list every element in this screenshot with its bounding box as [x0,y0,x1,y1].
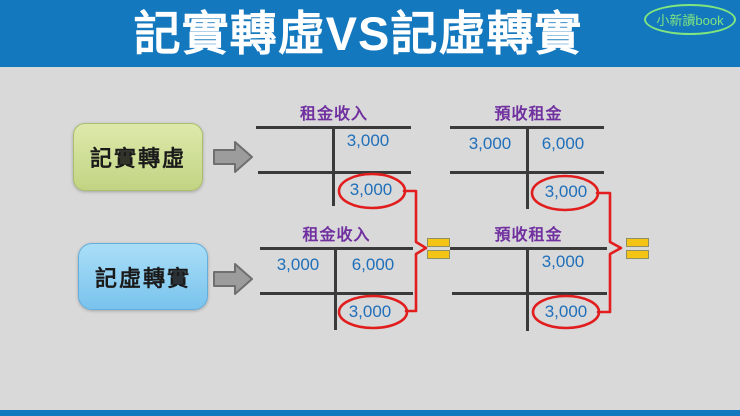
credit-amount: 6,000 [541,134,585,153]
account-title: 租金收入 [302,227,371,244]
balance-amount: 3,000 [349,180,393,199]
taccount-total-line [258,171,411,174]
right-arrow-icon [213,263,253,295]
equals-bar [427,238,450,247]
equals-bar [427,250,450,259]
taccount-total-line [452,292,607,295]
page-title: 記實轉虛VS記虛轉實 [133,7,583,60]
taccount-unearned-rent-top: 預收租金 3,000 6,000 3,000 [450,100,607,214]
label-real-to-virtual: 記實轉虛 [73,123,203,191]
taccount-total-line [450,171,604,174]
taccount-total-line [260,292,413,295]
taccount-rent-income-top: 租金收入 3,000 3,000 [256,100,412,212]
credit-amount: 3,000 [346,131,390,150]
equals-bar [626,250,649,259]
equals-sign [626,238,649,259]
equals-sign [427,238,450,259]
account-title: 租金收入 [299,106,368,123]
title-banner: 記實轉虛VS記虛轉實 [0,0,740,67]
equals-bar [626,238,649,247]
channel-badge-label: 小新讀book [656,13,724,28]
balance-amount: 3,000 [544,302,588,321]
taccount-divider-line [526,126,529,209]
credit-amount: 3,000 [541,252,585,271]
account-title: 預收租金 [494,227,563,244]
balance-amount: 3,000 [348,302,392,321]
channel-badge: 小新讀book [644,4,736,35]
credit-amount: 6,000 [351,255,395,274]
balance-amount: 3,000 [544,182,588,201]
taccount-divider-line [332,126,335,206]
debit-amount: 3,000 [468,134,512,153]
taccount-unearned-rent-bottom: 預收租金 3,000 3,000 [450,221,607,334]
taccount-divider-line [526,247,529,331]
account-title: 預收租金 [494,106,563,123]
right-arrow-icon [213,141,253,173]
footer-bar [0,410,740,416]
taccount-rent-income-bottom: 租金收入 3,000 6,000 3,000 [260,221,413,333]
debit-amount: 3,000 [276,255,320,274]
taccount-divider-line [334,247,337,330]
label-virtual-to-real: 記虛轉實 [78,243,208,310]
